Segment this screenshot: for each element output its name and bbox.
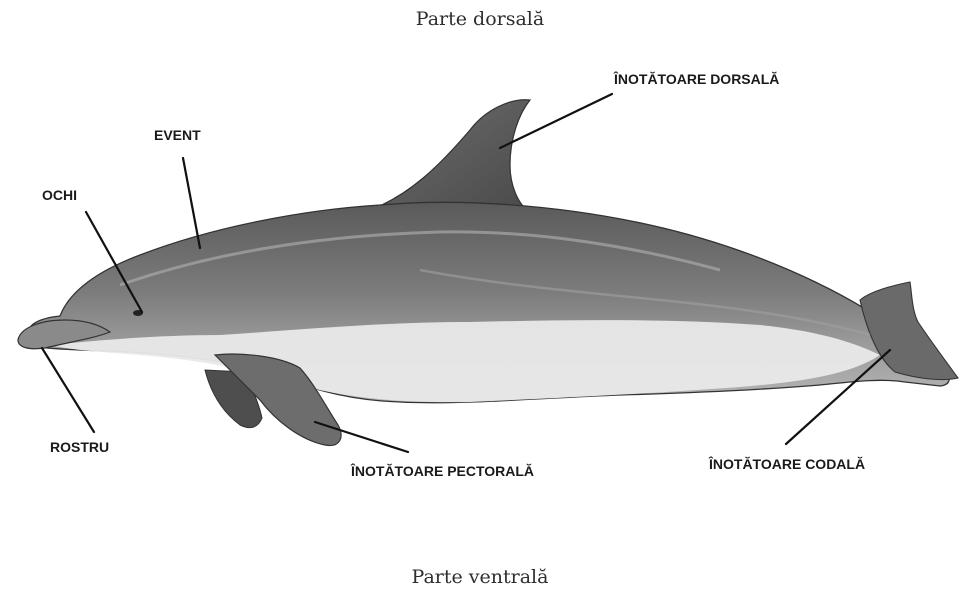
label-pectoral-fin: ÎNOTĂTOARE PECTORALĂ [350,462,534,479]
leader-blowhole [183,158,200,248]
leader-rostrum [42,348,94,432]
label-eye: OCHI [42,187,77,203]
dorsal-fin [370,100,530,212]
ventral-side-caption: Parte ventrală [0,566,960,588]
label-rostrum: ROSTRU [50,439,109,455]
label-caudal-fin: ÎNOTĂTOARE CODALĂ [708,455,865,472]
label-blowhole: EVENT [154,127,201,143]
label-dorsal-fin: ÎNOTĂTOARE DORSALĂ [613,70,779,87]
